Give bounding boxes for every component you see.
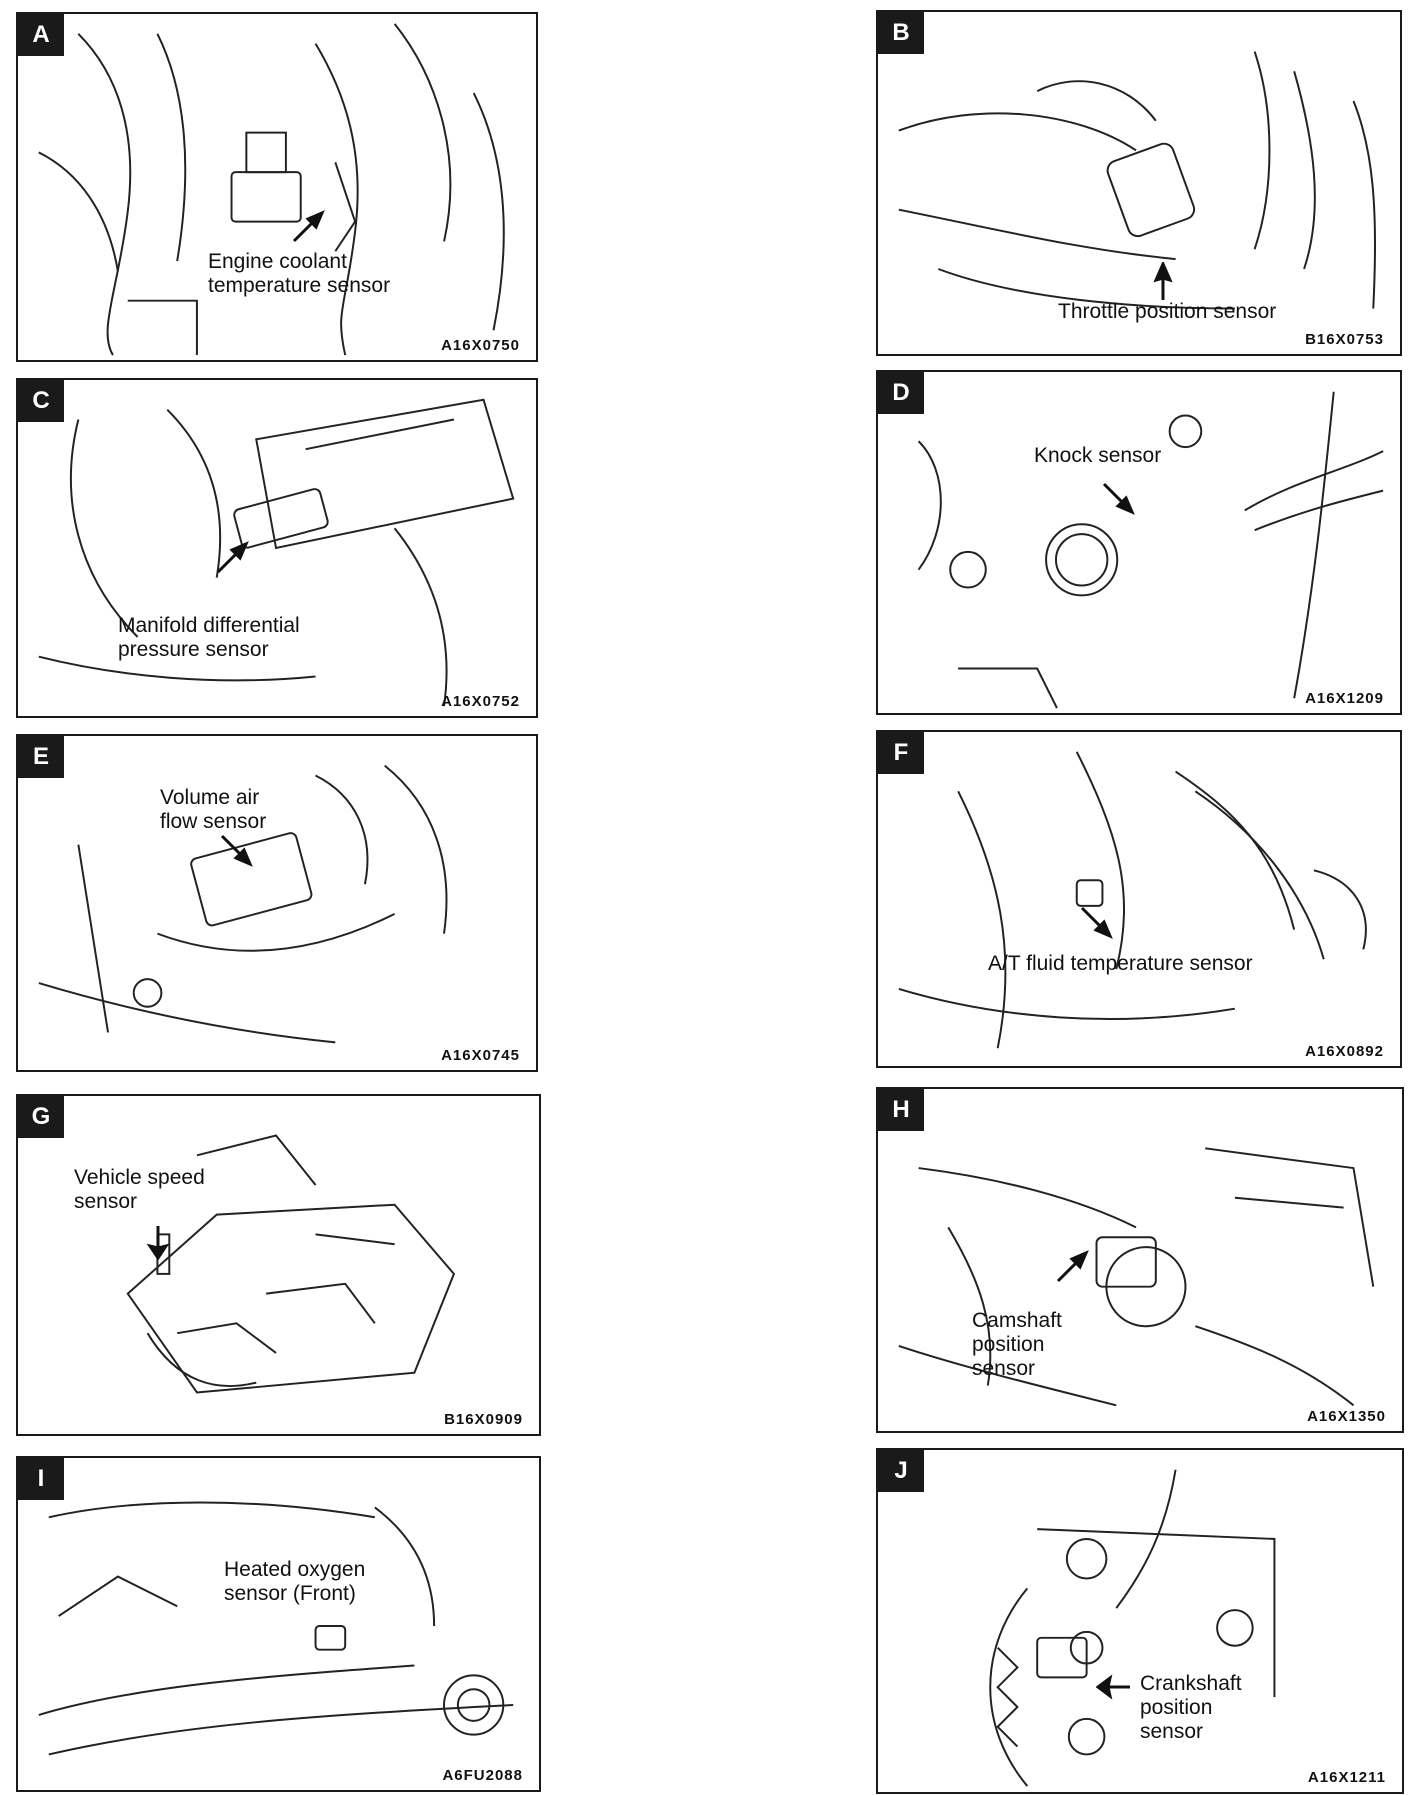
panel-letter: E: [18, 736, 64, 778]
pointer-arrow: [292, 210, 325, 243]
pointer-arrow: [1102, 482, 1135, 515]
panel-letter: J: [878, 1450, 924, 1492]
pointer-arrow: [220, 834, 253, 867]
figure-code: B16X0753: [1305, 331, 1384, 348]
callout-label: A/T fluid temperature sensor: [988, 952, 1253, 975]
figure-code: A16X0745: [441, 1047, 520, 1064]
engine-illustration-d: [917, 391, 1384, 709]
figure-code: A16X0752: [441, 693, 520, 710]
engine-illustration-b: [898, 51, 1376, 310]
panel-letter: B: [878, 12, 924, 54]
panel-letter: H: [878, 1089, 924, 1131]
figure-code: A6FU2088: [442, 1767, 523, 1784]
figure-code: A16X1350: [1307, 1408, 1386, 1425]
pointer-arrow: [146, 1226, 170, 1260]
panel-letter: A: [18, 14, 64, 56]
pointer-arrow: [1056, 1250, 1089, 1283]
engine-illustration-e: [38, 764, 448, 1044]
callout-label: Throttle position sensor: [1058, 300, 1277, 323]
transaxle-illustration-g: [126, 1134, 456, 1394]
engine-illustration-j: [989, 1469, 1276, 1787]
panel-letter: G: [18, 1096, 64, 1138]
panel-letter: C: [18, 380, 64, 422]
figure-code: A16X1209: [1305, 690, 1384, 707]
pointer-arrow: [1096, 1674, 1130, 1700]
figure-code: A16X1211: [1307, 1769, 1386, 1786]
figure-code: A16X0892: [1305, 1043, 1384, 1060]
panel-letter: I: [18, 1458, 64, 1500]
panel-letter: F: [878, 732, 924, 774]
panel-b: B Throttle position sensor B16X0753: [876, 10, 1402, 356]
figure-code: A16X0750: [441, 337, 520, 354]
engine-illustration-f: [898, 751, 1367, 1049]
engine-illustration-a: [38, 23, 505, 356]
pointer-arrow: [1080, 906, 1113, 939]
figure-code: B16X0909: [444, 1411, 523, 1428]
panel-letter: D: [878, 372, 924, 414]
engine-illustration-h: [898, 1147, 1375, 1407]
exhaust-illustration-i: [38, 1501, 514, 1756]
panel-f: F A/T fluid temperature sensor A16X0892: [876, 730, 1402, 1068]
pointer-arrow: [216, 541, 249, 574]
engine-illustration-c: [38, 398, 515, 707]
pointer-arrow: [1153, 262, 1173, 300]
callout-label: Knock sensor: [1034, 444, 1162, 467]
panel-d: D Knock sensor A16X1209: [876, 370, 1402, 715]
